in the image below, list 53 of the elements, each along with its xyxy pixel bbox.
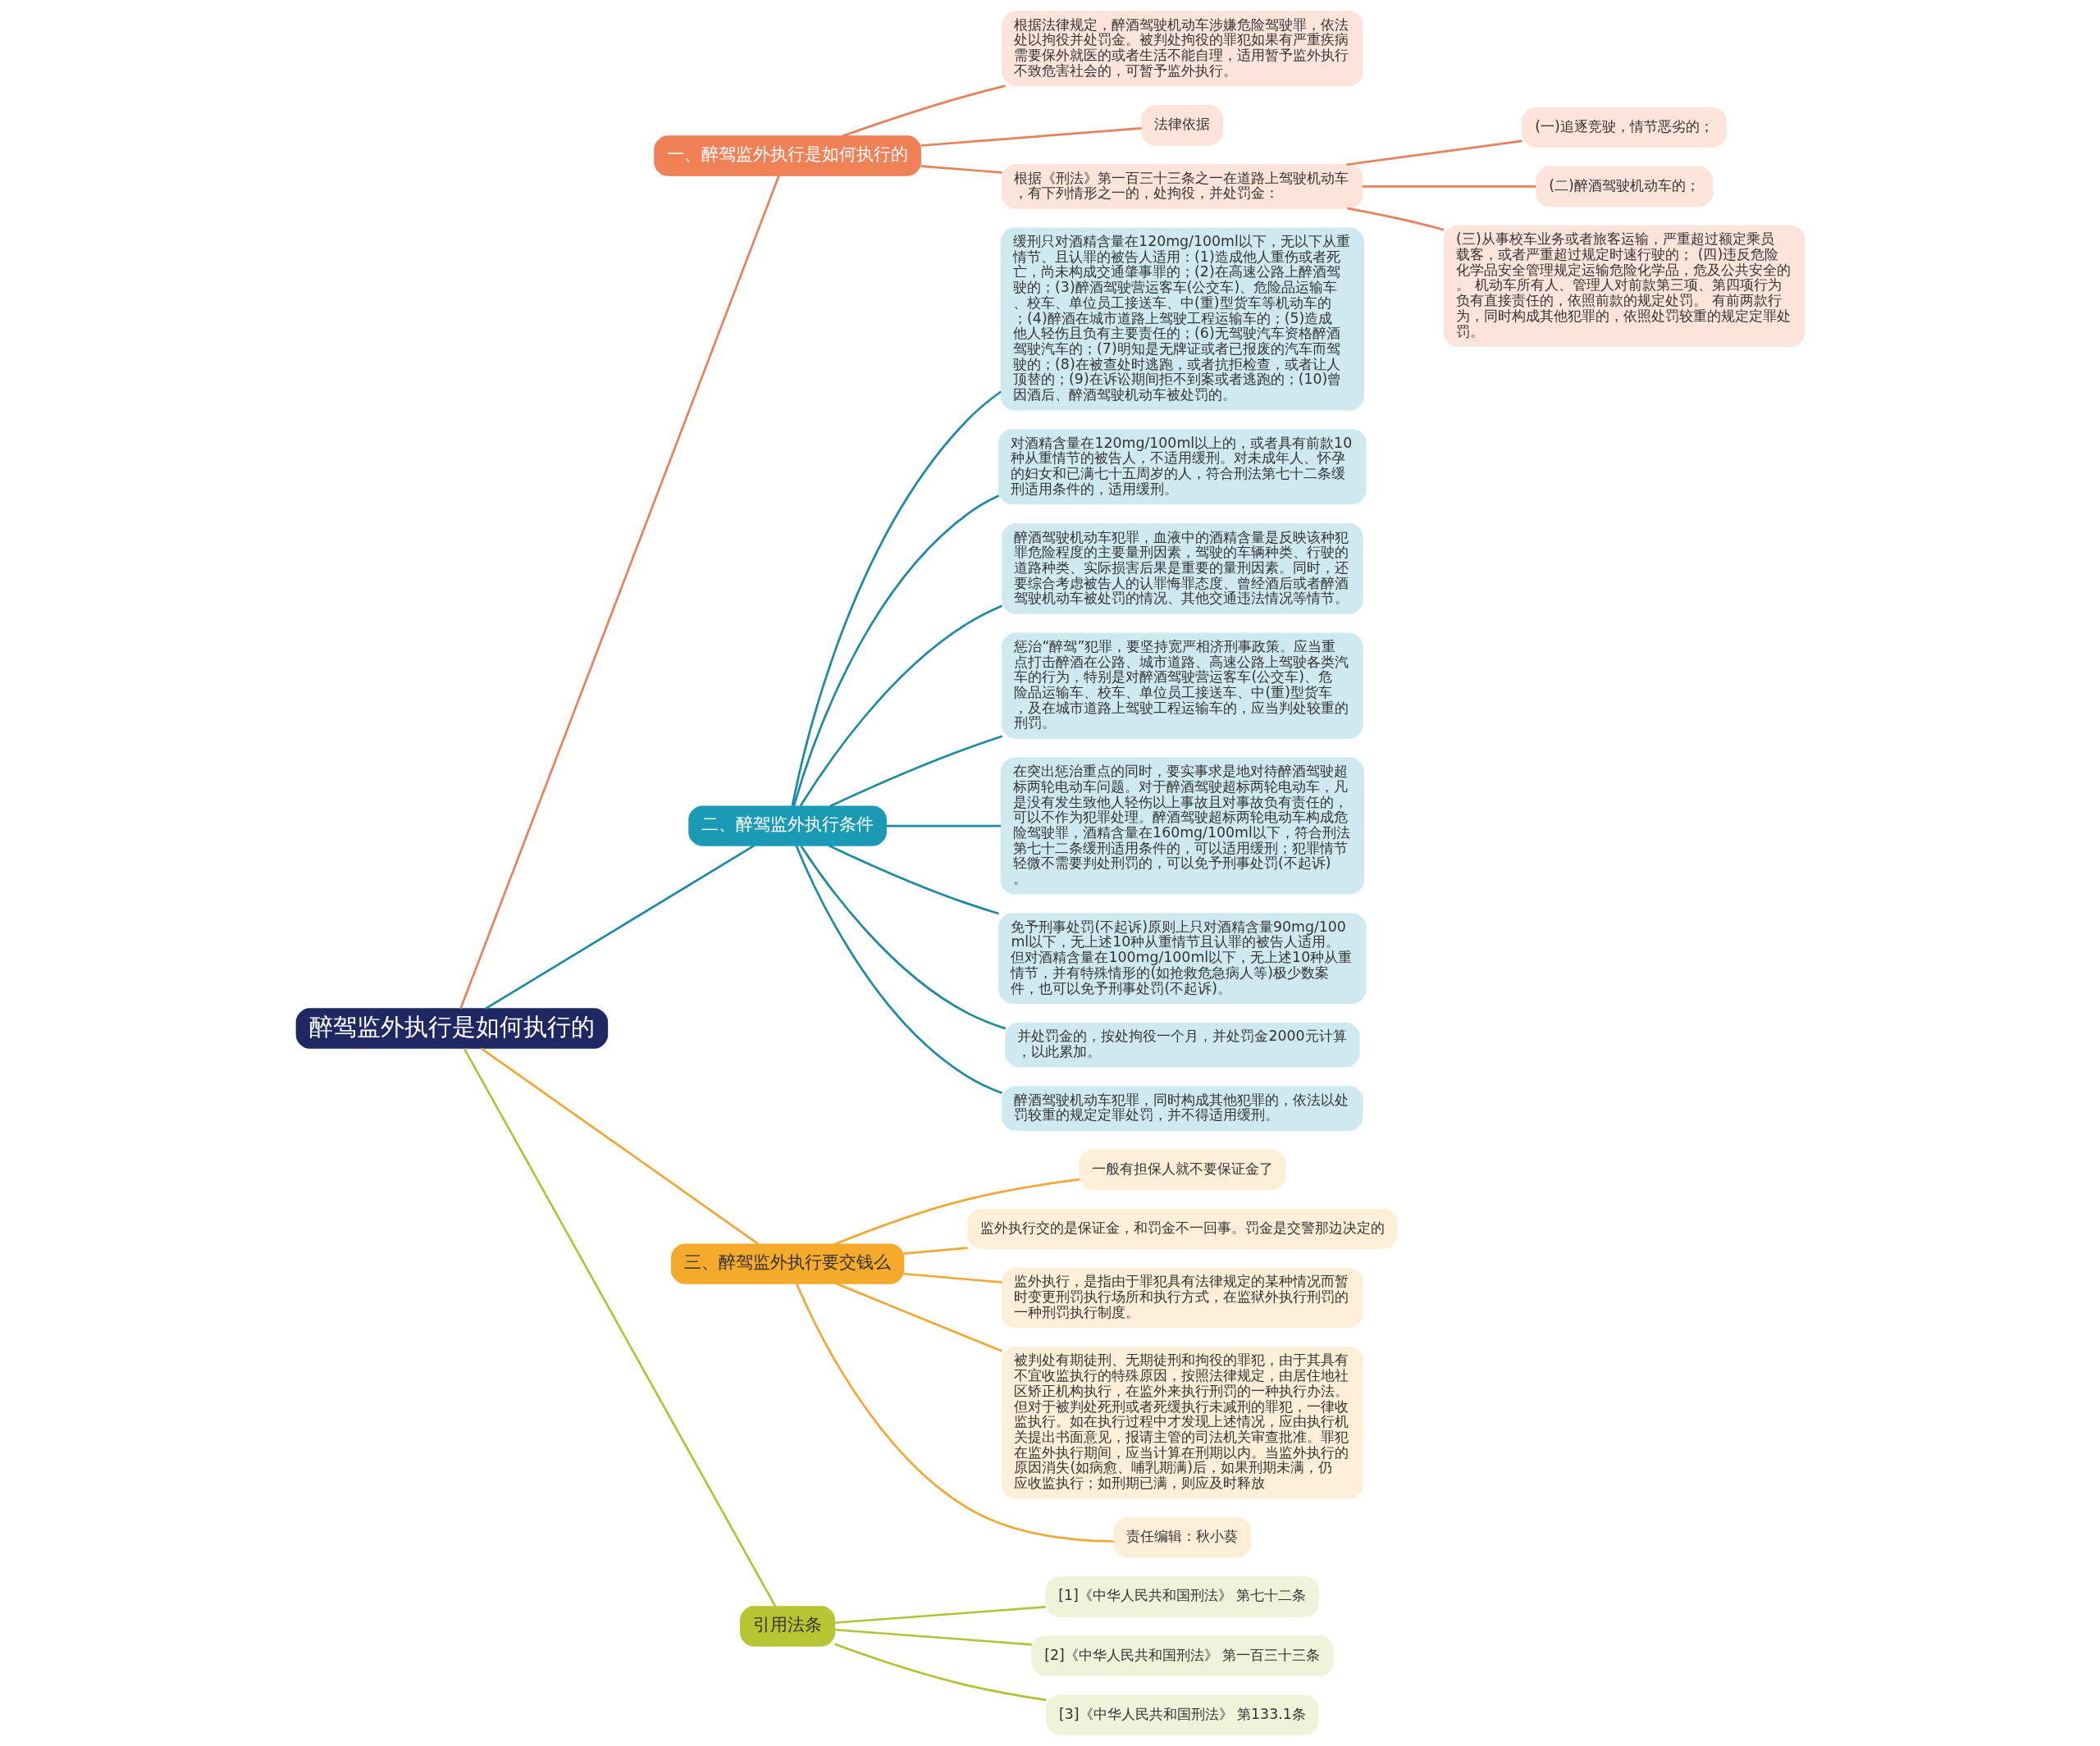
connector	[834, 1628, 1032, 1646]
connector	[1345, 139, 1522, 166]
node-box: 一、醉驾监外执行是如何执行的	[653, 135, 921, 176]
node-box: 引用法条	[739, 1606, 835, 1647]
node-box: [1]《中华人民共和国刑法》 第七十二条	[1045, 1576, 1319, 1617]
connector	[835, 1282, 1002, 1352]
connector	[903, 1247, 968, 1255]
node-box: 醉驾监外执行是如何执行的	[295, 1008, 608, 1049]
node-box: 缓刑只对酒精含量在120mg/100ml以下，无以下从重情节、且认罪的被告人适用：(1)造成他人重伤或者死亡，尚未构成交通肇事罪的；(2)在高速公路上醉酒驾驶的；(3)醉酒驾驶营运客车(公交车)、危险品运输车、校车、单位员工接送车、中(重)型货车等机动车的；(4)醉酒在城市道路上驾驶工程运输车的；(5)造成他人轻伤且负有主要责任的；(6)无驾驶汽车资格醉酒驾驶汽车的；(7)明知是无牌证或者已报废的汽车而驾驶的；(8)在被查处时逃跑，或者抗拒检查，或者让人顶替的；(9)在诉讼期间拒不到案或者逃跑的；(10)曾因酒后、醉酒驾驶机动车被处罚的。	[1000, 227, 1364, 411]
connector	[842, 84, 1006, 138]
connector	[799, 604, 1002, 807]
connector	[459, 175, 780, 1010]
node-box: [3]《中华人民共和国刑法》 第133.1条	[1045, 1694, 1319, 1735]
node-box: 对酒精含量在120mg/100ml以上的，或者具有前款10种从重情节的被告人，不适用缓刑。对未成年人、怀孕的妇女和已满七十五周岁的人，符合刑法第七十二条缓刑适用条件的，适用缓刑。	[998, 429, 1367, 505]
connector	[885, 824, 1001, 827]
connector	[833, 1178, 1080, 1246]
connector	[1362, 185, 1536, 188]
connector	[799, 845, 1006, 1030]
node-box: 并处罚金的，按处拘役一个月，并处罚金2000元计算，以此累加。	[1004, 1022, 1360, 1068]
connector	[480, 1047, 759, 1246]
connector	[791, 390, 1002, 806]
node-box: (二)醉酒驾驶机动车的；	[1535, 166, 1713, 207]
node-box: 被判处有期徒刑、无期徒刑和拘役的罪犯，由于其具有不宜收监执行的特殊原因，按照法律规定，由居住地社区矫正机构执行，在监外来执行刑罚的一种执行办法。但对于被判处死刑或者死缓执行未减刑的罪犯，一律收监执行。如在执行过程中才发现上述情况，应由执行机关提出书面意见，报请主管的司法机关审查批准。罪犯在监外执行期间，应当计算在刑期以内。当监外执行的原因消失(如病愈、哺乳期满)后，如果刑期未满，仍应收监执行；如刑期已满，则应及时释放	[1001, 1346, 1363, 1499]
node-box: 法律依据	[1140, 105, 1223, 146]
node-box: 根据法律规定，醉酒驾驶机动车涉嫌危险驾驶罪，依法处以拘役并处罚金。被判处拘役的罪犯如果有严重疾病需要保外就医的或者生活不能自理，适用暂予监外执行不致危害社会的，可暂予监外执行。	[1001, 11, 1363, 87]
node-box: 监外执行，是指由于罪犯具有法律规定的某种情况而暂时变更刑罚执行场所和执行方式，在监狱外执行刑罚的一种刑罚执行制度。	[1001, 1267, 1363, 1329]
connector	[833, 1643, 1047, 1702]
node-box: 一般有担保人就不要保证金了	[1078, 1149, 1286, 1190]
connector	[484, 845, 755, 1010]
node-box: 惩治“醉驾”犯罪，要坚持宽严相济刑事政策。应当重点打击醉酒在公路、城市道路、高速公路上驾驶各类汽车的行为，特别是对醉酒驾驶营运客车(公交车)、危险品运输车、校车、单位员工接送车、中(重)型货车，及在城市道路上驾驶工程运输车的，应当判处较重的刑罚。	[1001, 632, 1363, 739]
node-box: 免予刑事处罚(不起诉)原则上只对酒精含量90mg/100ml以下，无上述10种从重情节且认罪的被告人适用。但对酒精含量在100mg/100ml以下，无上述10种从重情节，并有特殊情形的(如抢救危急病人等)极少数案件，也可以免予刑事处罚(不起诉)。	[998, 913, 1367, 1005]
connector	[463, 1047, 776, 1607]
connector	[1346, 207, 1444, 231]
node-box: (一)追逐竞驶，情节恶劣的；	[1521, 107, 1727, 148]
connector	[829, 735, 1002, 808]
node-box: 根据《刑法》第一百三十三条之一在道路上驾驶机动车，有下列情形之一的，处拘役，并处罚金：	[1001, 164, 1363, 209]
node-box: 责任编辑：秋小葵	[1112, 1517, 1251, 1558]
node-box: 监外执行交的是保证金，和罚金不一回事。罚金是交警那边决定的	[966, 1208, 1398, 1250]
connector	[903, 1272, 1002, 1283]
connector	[795, 845, 1002, 1094]
connector	[920, 165, 1002, 174]
connector	[792, 495, 999, 807]
connector	[834, 1606, 1046, 1625]
node-box: 在突出惩治重点的同时，要实事求是地对待醉酒驾驶超标两轮电动车问题。对于醉酒驾驶超标两轮电动车，凡是没有发生致他人轻伤以上事故且对事故负有责任的，可以不作为犯罪处理。醉酒驾驶超标两轮电动车构成危险驾驶罪，酒精含量在160mg/100ml以下，符合刑法第七十二条缓刑适用条件的，可以适用缓刑；犯罪情节轻微不需要判处刑罚的，可以免予刑事处罚(不起诉)。	[1000, 757, 1364, 895]
connector	[828, 845, 999, 915]
node-box: (三)从事校车业务或者旅客运输，严重超过额定乘员载客，或者严重超过规定时速行驶的； (四)违反危险化学品安全管理规定运输危险化学品，危及公共安全的。 机动车所有人、管理人对前款第三项、第四项行为负有直接责任的，依照前款的规定处罚。 有前两款行为，同时构成其他犯罪的，依照处罚较重的规定定罪处罚。	[1443, 225, 1805, 348]
connector	[920, 127, 1142, 147]
node-box: 醉酒驾驶机动车犯罪，血液中的酒精含量是反映该种犯罪危险程度的主要量刑因素，驾驶的车辆种类、行驶的道路种类、实际损害后果是重要的量刑因素。同时，还要综合考虑被告人的认罪悔罪态度、曾经酒后或者醉酒驾驶机动车被处罚的情况、其他交通违法情况等情节。	[1001, 522, 1363, 614]
node-box: 二、醉驾监外执行条件	[687, 805, 887, 846]
connector	[795, 1283, 1114, 1543]
node-box: [2]《中华人民共和国刑法》 第一百三十三条	[1030, 1635, 1334, 1676]
node-box: 三、醉驾监外执行要交钱么	[670, 1243, 904, 1284]
node-box: 醉酒驾驶机动车犯罪，同时构成其他犯罪的，依法以处罚较重的规定定罪处罚，并不得适用缓刑。	[1001, 1086, 1363, 1131]
